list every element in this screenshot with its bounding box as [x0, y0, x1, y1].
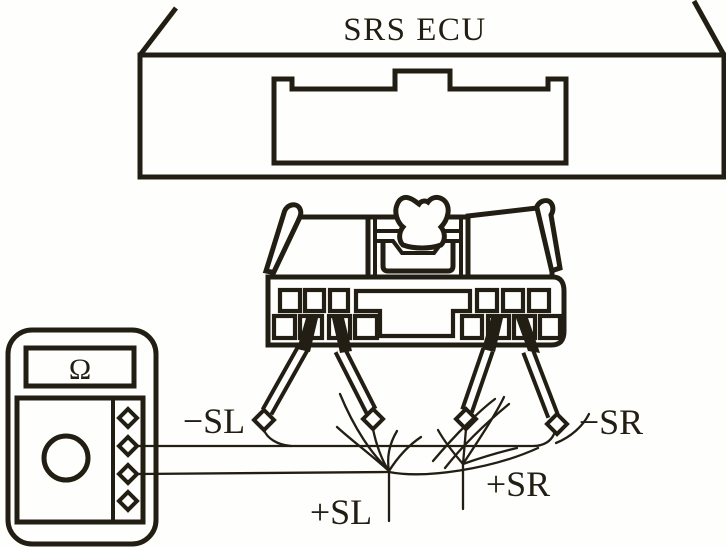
probe-labels: −SL +SL −SR +SR — [183, 401, 643, 532]
multimeter-display — [23, 345, 137, 389]
ecu-top-right-edge — [691, 0, 726, 57]
probe-sr-minus-handle-core — [525, 349, 556, 418]
harness-connector — [262, 194, 567, 348]
terminal-cavity — [474, 287, 500, 314]
terminal-cavity — [459, 313, 485, 341]
connector-right-wing — [465, 205, 555, 280]
terminal-cavity — [500, 287, 526, 314]
harness-wire — [431, 397, 497, 463]
terminal-cavity — [271, 313, 298, 341]
ecu-connector-socket — [271, 68, 569, 166]
terminal-row-top — [277, 287, 552, 314]
harness-fan-wires — [335, 392, 591, 476]
connector-key-plate — [353, 288, 473, 339]
ohm-symbol: Ω — [69, 353, 91, 386]
harness-wire — [386, 429, 399, 473]
test-probes — [251, 318, 570, 437]
meter-terminal-diamond — [116, 406, 140, 430]
meter-terminal-diamond — [116, 462, 140, 486]
meter-terminal-diamond — [116, 434, 140, 458]
terminal-cavity-sr-plus — [485, 313, 512, 341]
harness-wire — [461, 395, 506, 466]
multimeter-terminals — [116, 406, 140, 513]
harness-wire — [461, 446, 519, 466]
sl-minus-cap-wire — [262, 428, 293, 448]
label-sr-plus: +SR — [486, 464, 550, 504]
probe-sl-minus-handle-core — [264, 346, 306, 414]
label-sl-minus: −SL — [183, 401, 245, 441]
probe-sl-plus-handle-core — [337, 348, 374, 413]
ecu-front-face — [137, 52, 726, 180]
probe-sl-minus-needle — [297, 318, 318, 352]
harness-wire — [387, 435, 423, 473]
probe-sr-plus-needle — [482, 318, 503, 352]
harness-wire — [554, 412, 591, 445]
harness-wire — [387, 446, 540, 476]
terminal-cavity — [327, 287, 351, 314]
multimeter: Ω — [5, 327, 159, 547]
terminal-cavity — [352, 313, 380, 341]
harness-wire — [335, 425, 391, 473]
ecu-label: SRS ECU — [343, 12, 486, 48]
latch-pocket — [380, 241, 456, 274]
wires — [135, 392, 591, 523]
probe-sl-plus-needle — [332, 318, 352, 353]
harness-wire — [443, 402, 511, 470]
terminal-cavity — [302, 287, 327, 314]
meter-terminal-diamond — [116, 489, 140, 513]
srs-ecu-box: SRS ECU — [137, 0, 726, 180]
multimeter-dial — [41, 433, 91, 483]
meter-lead-negative — [135, 432, 556, 448]
meter-lead-positive — [135, 470, 390, 476]
label-sr-minus: −SR — [579, 402, 643, 442]
terminal-cavity — [526, 287, 552, 314]
ecu-top-left-edge — [138, 6, 178, 57]
probe-sr-minus-cap — [544, 411, 570, 437]
probe-sr-plus-handle-core — [464, 349, 491, 412]
terminal-cavity — [537, 313, 563, 341]
probe-sr-minus-needle — [516, 318, 540, 353]
label-sl-plus: +SL — [310, 492, 372, 532]
terminal-cavity — [277, 287, 303, 314]
connector-latch-tab — [393, 194, 451, 251]
